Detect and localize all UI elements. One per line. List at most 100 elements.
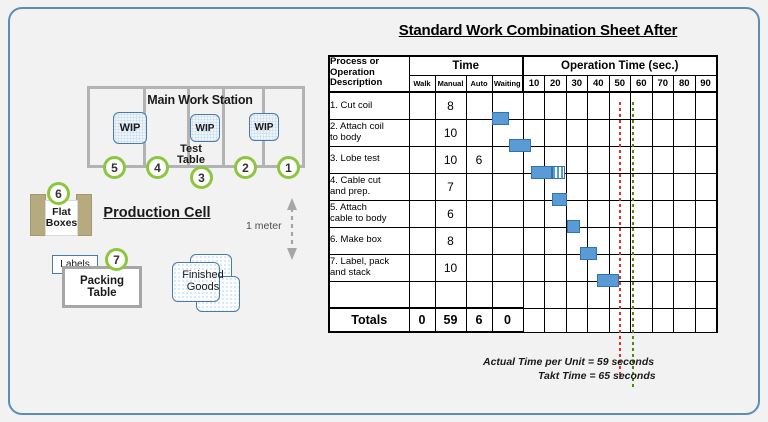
row-5-walk <box>408 199 436 228</box>
row-7-grid <box>565 253 588 282</box>
actual-time-note: Actual Time per Unit = 59 seconds <box>483 356 655 368</box>
row-8-grid <box>651 280 674 309</box>
totals-label: Totals <box>328 307 410 333</box>
header-walk: Walk <box>408 74 436 93</box>
row-5-grid <box>694 199 718 228</box>
row-7-grid <box>673 253 696 282</box>
row-4-grid <box>673 172 696 201</box>
row-7-grid <box>630 253 653 282</box>
row-4-grid <box>544 172 567 201</box>
row-2-grid <box>565 118 588 147</box>
row-4-grid <box>608 172 631 201</box>
row-6-description: 6. Make box <box>328 226 410 255</box>
table-row: 3. Lobe test 10 6 <box>328 145 718 174</box>
row-7-grid <box>651 253 674 282</box>
row-5-grid <box>544 199 567 228</box>
step-marker-4[interactable]: 4 <box>146 156 169 179</box>
row-2-manual: 10 <box>434 118 467 147</box>
row-6-grid <box>630 226 653 255</box>
header-sub-row: Walk Manual Auto Waiting 10 20 30 40 50 … <box>329 74 718 93</box>
totals-grid <box>565 307 588 333</box>
wip-box-station-4: WIP <box>113 112 147 144</box>
totals-grid <box>694 307 718 333</box>
header-group-row: Process or Operation Description Time Op… <box>328 55 718 93</box>
table-row: 4. Cable cut and prep. 7 <box>328 172 718 201</box>
row-6-grid <box>608 226 631 255</box>
sheet-title: Standard Work Combination Sheet After <box>398 22 678 39</box>
packing-table-line2: Table <box>87 287 117 299</box>
step-marker-3[interactable]: 3 <box>190 166 213 189</box>
table-row: 2. Attach coil to body 10 <box>328 118 718 147</box>
row-7-grid <box>522 253 545 282</box>
production-cell-diagram: Main Work Station WIP WIP WIP Test Table… <box>0 0 322 408</box>
step-marker-1[interactable]: 1 <box>277 156 300 179</box>
row-5-description: 5. Attach cable to body <box>328 199 410 228</box>
row-7-auto <box>465 253 493 282</box>
row-4-grid <box>522 172 545 201</box>
row-2-waiting <box>491 118 524 147</box>
row-3-manual: 10 <box>434 145 467 174</box>
row-6-auto <box>465 226 493 255</box>
row-1-desc-line1: 1. Cut coil <box>330 99 373 111</box>
tick-90: 90 <box>694 74 718 93</box>
row-4-manual: 7 <box>434 172 467 201</box>
header-operation-time-group: Operation Time (sec.) <box>522 55 718 76</box>
row-2-grid <box>630 118 653 147</box>
row-5-manual: 6 <box>434 199 467 228</box>
flat-boxes-label: Flat Boxes <box>45 200 78 236</box>
row-8-walk <box>408 280 436 309</box>
row-7-manual: 10 <box>434 253 467 282</box>
tick-60: 60 <box>630 74 653 93</box>
row-2-grid <box>544 118 567 147</box>
tick-40: 40 <box>587 74 610 93</box>
row-5-waiting <box>491 199 524 228</box>
step-marker-6[interactable]: 6 <box>47 182 70 205</box>
row-4-desc-line1: 4. Cable cut <box>330 175 381 186</box>
takt-time-note: Takt Time = 65 seconds <box>538 370 656 382</box>
totals-grid <box>522 307 545 333</box>
row-7-desc-line2: and stack <box>330 266 371 278</box>
row-8-grid <box>544 280 567 309</box>
row-5-grid <box>522 199 545 228</box>
row-2-desc-line1: 2. Attach coil <box>330 121 384 132</box>
tick-80: 80 <box>673 74 696 93</box>
row-4-grid <box>630 172 653 201</box>
row-6-grid <box>587 226 610 255</box>
test-table-line2: Table <box>177 154 205 166</box>
tick-70: 70 <box>651 74 674 93</box>
step-marker-5[interactable]: 5 <box>103 156 126 179</box>
row-2-grid <box>608 118 631 147</box>
row-3-description: 3. Lobe test <box>328 145 410 174</box>
row-4-waiting <box>491 172 524 201</box>
row-6-waiting <box>491 226 524 255</box>
totals-walk: 0 <box>408 307 436 333</box>
header-auto: Auto <box>465 74 493 93</box>
totals-auto: 6 <box>465 307 493 333</box>
packing-table-box: Packing Table <box>62 266 142 308</box>
step-marker-7[interactable]: 7 <box>105 248 128 271</box>
row-1-grid <box>522 91 545 120</box>
step-marker-2[interactable]: 2 <box>234 156 257 179</box>
row-8-grid <box>630 280 653 309</box>
row-5-desc-line2: cable to body <box>330 212 387 224</box>
totals-grid <box>544 307 567 333</box>
header-description: Process or Operation Description <box>328 55 410 93</box>
row-1-grid <box>565 91 588 120</box>
row-8-grid <box>673 280 696 309</box>
row-8-auto <box>465 280 493 309</box>
tick-50: 50 <box>608 74 631 93</box>
row-6-grid <box>673 226 696 255</box>
row-8-grid <box>608 280 631 309</box>
one-meter-dimension: 1 meter <box>246 196 306 262</box>
row-1-waiting <box>491 91 524 120</box>
flat-box-stack-left <box>30 194 46 236</box>
row-1-manual: 8 <box>434 91 467 120</box>
wip-box-station-3: WIP <box>190 114 220 142</box>
row-5-grid <box>651 199 674 228</box>
row-3-grid <box>630 145 653 174</box>
row-2-grid <box>673 118 696 147</box>
test-table-line1: Test <box>180 143 202 155</box>
row-4-description: 4. Cable cut and prep. <box>328 172 410 201</box>
row-4-desc-line2: and prep. <box>330 185 371 197</box>
test-table-label: Test Table <box>170 144 212 166</box>
